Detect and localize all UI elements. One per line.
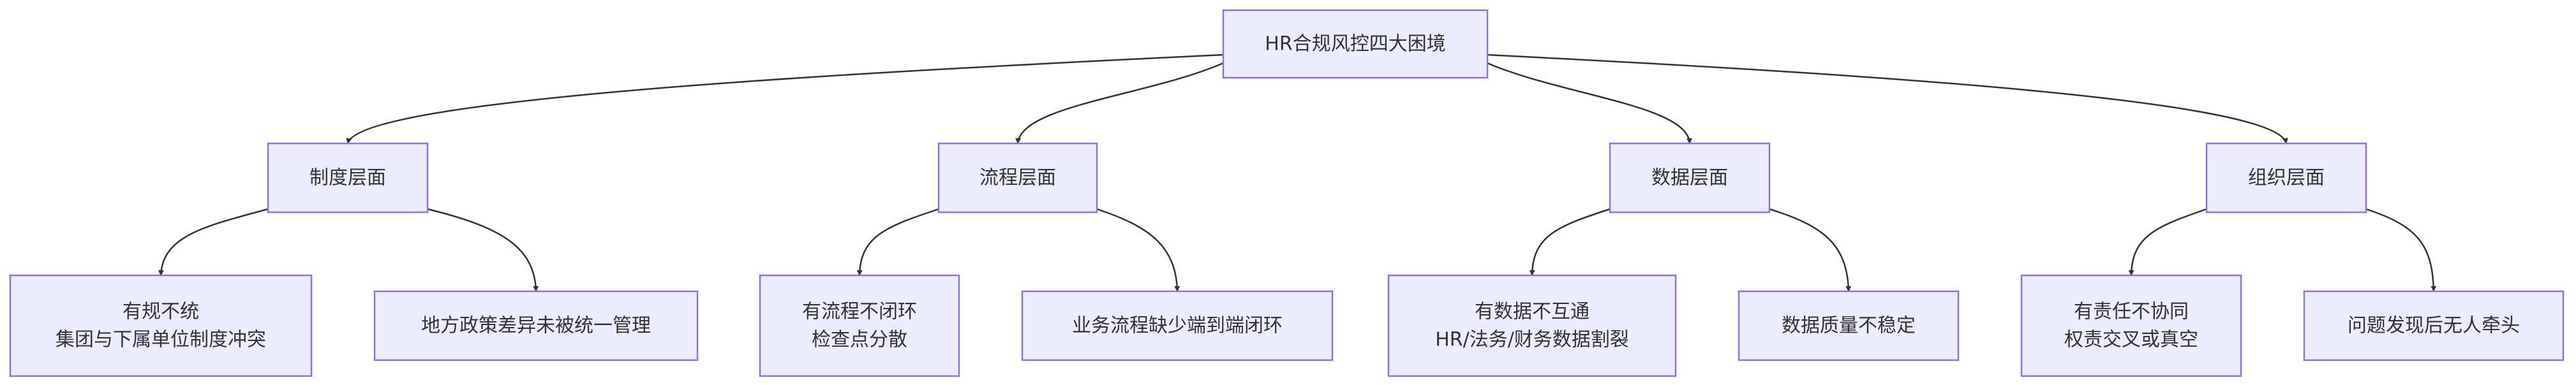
node-label: HR合规风控四大困境 <box>1265 33 1445 55</box>
node-label: 检查点分散 <box>812 329 907 351</box>
node-root: HR合规风控四大困境 <box>1222 9 1489 79</box>
edge-data-to-data_1 <box>1529 208 1611 276</box>
node-box <box>2205 142 2367 214</box>
node-box <box>1021 290 1334 361</box>
node-box <box>759 274 960 377</box>
node-data-1: 有数据不互通 HR/法务/财务数据割裂 <box>1387 274 1677 377</box>
node-policy: 制度层面 <box>267 142 429 214</box>
node-label: 集团与下属单位制度冲突 <box>56 329 266 351</box>
node-label: 制度层面 <box>309 167 386 189</box>
node-label: 数据质量不稳定 <box>1782 315 1916 337</box>
node-policy-2: 地方政策差异未被统一管理 <box>373 290 699 361</box>
node-box <box>373 290 699 361</box>
node-process: 流程层面 <box>937 142 1098 214</box>
node-label: 数据层面 <box>1651 167 1728 189</box>
node-label: 有规不统 <box>123 301 199 323</box>
node-label: 权责交叉或真空 <box>2064 329 2198 351</box>
edge-org-to-org_1 <box>2128 208 2207 276</box>
node-org: 组织层面 <box>2205 142 2367 214</box>
node-label: 问题发现后无人牵头 <box>2348 315 2520 337</box>
edge-process-to-process_2 <box>1096 208 1180 292</box>
node-box <box>1609 142 1771 214</box>
node-box <box>1738 290 1960 361</box>
node-data: 数据层面 <box>1609 142 1771 214</box>
edge-root-to-policy <box>346 54 1224 144</box>
node-box <box>2303 290 2565 361</box>
node-label: 有流程不闭环 <box>802 301 917 323</box>
node-box <box>267 142 429 214</box>
node-box <box>9 274 313 377</box>
node-box <box>1387 274 1677 377</box>
node-label: 有数据不互通 <box>1475 301 1590 323</box>
edge-root-to-data <box>1487 62 1693 144</box>
node-process-2: 业务流程缺少端到端闭环 <box>1021 290 1334 361</box>
node-label: 业务流程缺少端到端闭环 <box>1072 315 1283 337</box>
node-label: 地方政策差异未被统一管理 <box>421 315 651 337</box>
node-box <box>1222 9 1489 79</box>
node-org-2: 问题发现后无人牵头 <box>2303 290 2565 361</box>
edges-layer <box>158 54 2437 292</box>
edge-data-to-data_2 <box>1769 208 1852 292</box>
node-label: 组织层面 <box>2248 167 2325 189</box>
node-box <box>937 142 1098 214</box>
edge-process-to-process_1 <box>856 208 939 276</box>
edge-policy-to-policy_1 <box>158 208 269 276</box>
node-label: HR/法务/财务数据割裂 <box>1435 329 1629 351</box>
edge-policy-to-policy_2 <box>427 208 539 292</box>
node-label: 流程层面 <box>979 167 1056 189</box>
node-box <box>2020 274 2242 377</box>
edge-root-to-org <box>1487 54 2288 144</box>
edge-org-to-org_2 <box>2365 208 2437 292</box>
edge-root-to-process <box>1015 62 1224 144</box>
node-label: 有责任不协同 <box>2074 301 2189 323</box>
node-data-2: 数据质量不稳定 <box>1738 290 1960 361</box>
